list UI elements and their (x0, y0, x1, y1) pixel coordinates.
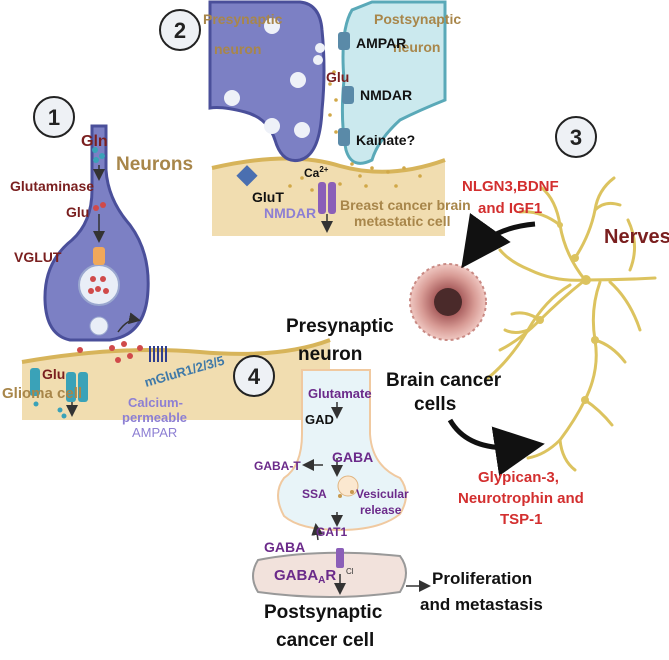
gaba-label: GABA (332, 449, 373, 465)
presynaptic-neuron-2 (208, 0, 326, 163)
glut-transporter (236, 165, 258, 187)
gaba-label-2: GABA (264, 539, 305, 555)
presynaptic-label-1: Presynaptic (203, 11, 283, 27)
nmdar-label-2: NMDAR (264, 205, 316, 221)
presynaptic-terminal-4 (277, 369, 407, 532)
vesicular-label-2: release (360, 503, 402, 517)
presynaptic-label-4b: neuron (298, 344, 362, 365)
gabaar-label: GABAAR (274, 567, 336, 586)
nmdar-receptor (342, 86, 354, 104)
panel-2-number: 2 (174, 18, 186, 43)
brain-cancer-label-2: cells (414, 394, 456, 415)
glu-label-p2: Glu (326, 69, 349, 85)
panel-3: 3 (386, 116, 669, 528)
proliferation-label-2: and metastasis (420, 595, 543, 614)
postsynaptic-label-4b: cancer cell (276, 630, 374, 651)
breast-cancer-label-1: Breast cancer brain (340, 197, 471, 213)
neurons-label: Neurons (116, 154, 193, 175)
breast-cancer-label-2: metastatic cell (354, 213, 451, 229)
ca-superscript: 2+ (319, 165, 328, 174)
gabaar-channel (336, 548, 344, 568)
calcium-label-1: Calcium- (128, 395, 183, 410)
vesicular-label-1: Vesicular (356, 487, 409, 501)
vesicle-1 (78, 264, 120, 306)
nmdar-channel (318, 182, 336, 214)
gat1-label: GAT1 (316, 525, 347, 539)
gabaar-subscript: A (318, 575, 325, 586)
kainate-receptor (338, 128, 350, 146)
panel-4-number: 4 (248, 364, 261, 389)
cl-label: Cl (346, 567, 354, 576)
ssa-label: SSA (302, 487, 327, 501)
nlgn-label-2: and IGF1 (478, 200, 542, 217)
glu-label: Glu (66, 204, 89, 220)
glioma-label: Glioma cell (2, 385, 82, 402)
gabaar-r: R (325, 567, 336, 584)
panel-4-badge (233, 355, 275, 397)
mglur-receptor (149, 346, 167, 362)
nlgn-label-1: NLGN3,BDNF (462, 178, 559, 195)
ampar-receptor (338, 32, 350, 50)
glu-label-2: Glu (42, 366, 65, 382)
arrow-nerves-to-cells (461, 212, 536, 269)
glypican-label-1: Glypican-3, (478, 469, 559, 486)
glioma-membrane (21, 338, 331, 364)
glypican-label-3: TSP-1 (500, 511, 543, 528)
nerves-illustration (486, 176, 657, 472)
panel-1-badge (33, 96, 75, 138)
postsynaptic-label-1: Postsynaptic (374, 11, 461, 27)
arrow-cells-to-nerves (447, 418, 545, 476)
brain-cancer-label-1: Brain cancer (386, 370, 502, 391)
proliferation-label-1: Proliferation (432, 569, 532, 588)
panel-3-number: 3 (570, 125, 582, 150)
ampar-label: AMPAR (356, 35, 406, 51)
nerves-label: Nerves (604, 226, 669, 248)
ampar-channel (30, 368, 88, 402)
panel-3-badge (555, 116, 597, 158)
glutaminase-label: Glutaminase (10, 178, 94, 194)
presynaptic-label-2: neuron (214, 41, 261, 57)
glut-label: GluT (252, 189, 284, 205)
kainate-label: Kainate? (356, 132, 415, 148)
ca-label: Ca2+ (304, 165, 329, 180)
panel-1-number: 1 (48, 105, 60, 130)
glypican-label-2: Neurotrophin and (458, 490, 584, 507)
postsynaptic-label-2: neuron (393, 39, 440, 55)
calcium-label-2: permeable (122, 410, 187, 425)
gad-label: GAD (305, 412, 334, 427)
calcium-label-3: AMPAR (132, 425, 177, 440)
presynaptic-label-4a: Presynaptic (286, 316, 394, 337)
panel-2: 2 Presynaptic neuron Postsynaptic neuron… (159, 0, 471, 236)
gln-label: Gln (81, 133, 108, 150)
gaba-t-label: GABA-T (254, 459, 301, 473)
glutamate-label: Glutamate (308, 386, 372, 401)
vglut-channel (93, 247, 105, 265)
postsynaptic-label-4a: Postsynaptic (264, 602, 383, 623)
panel-2-badge (159, 9, 201, 51)
nmdar-label: NMDAR (360, 87, 412, 103)
vglut-label: VGLUT (14, 249, 62, 265)
panel-4: 4 Presynaptic neuron Glutamate GAD GABA … (233, 316, 543, 651)
postsynaptic-neuron-2 (340, 0, 447, 165)
